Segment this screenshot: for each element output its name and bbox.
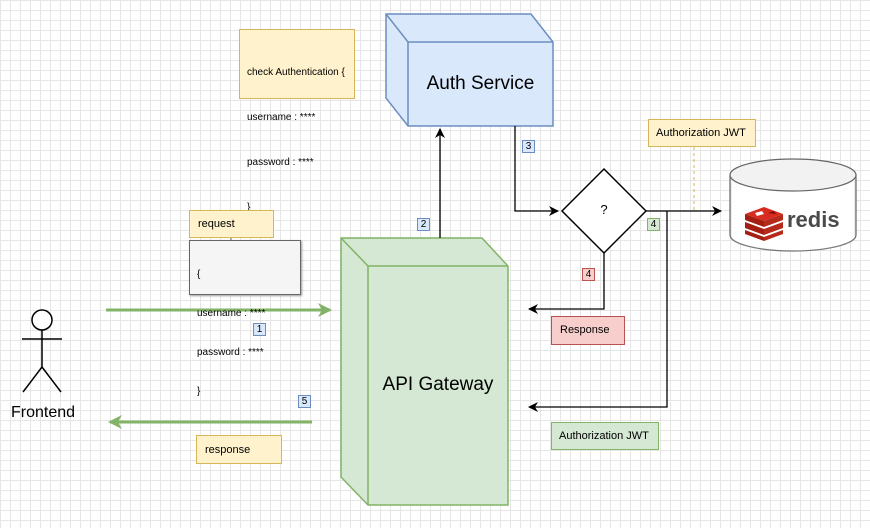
jwt-note-green: Authorization JWT xyxy=(551,422,659,450)
arrow-auth-to-decision xyxy=(514,126,559,216)
request-body-line: } xyxy=(197,386,201,397)
step-badge-2: 2 xyxy=(417,218,430,231)
request-body-line: password : **** xyxy=(197,347,264,358)
auth-service-label: Auth Service xyxy=(426,73,535,94)
auth-check-note: check Authentication { username : **** p… xyxy=(239,29,355,213)
response-red-text: Response xyxy=(560,324,610,336)
request-body-line: { xyxy=(197,269,201,280)
step-badge-3: 3 xyxy=(522,140,535,153)
decision-label: ? xyxy=(600,202,608,217)
response-note-yellow: response xyxy=(196,435,282,464)
step-badge-1: 1 xyxy=(253,323,266,336)
auth-note-line: password : **** xyxy=(247,157,314,168)
api-gateway-box[interactable] xyxy=(340,237,509,506)
frontend-actor-icon xyxy=(22,309,62,393)
arrow-decision-to-gateway-red xyxy=(528,253,605,314)
step-badge-5: 5 xyxy=(298,395,311,408)
redis-database[interactable] xyxy=(729,158,857,252)
auth-note-line: check Authentication { xyxy=(247,67,345,78)
request-note-body: { username : **** password : **** } xyxy=(189,240,301,397)
frontend-label: Frontend xyxy=(10,404,76,421)
api-gateway-label: API Gateway xyxy=(382,374,494,395)
arrow-decision-to-gateway-green xyxy=(528,211,668,412)
jwt-green-text: Authorization JWT xyxy=(559,430,649,442)
auth-note-line: } xyxy=(247,202,251,213)
step-badge-4-green: 4 xyxy=(647,218,660,231)
step-badge-4-red: 4 xyxy=(582,268,595,281)
redis-logo-icon xyxy=(745,207,783,241)
auth-note-line: username : **** xyxy=(247,112,316,123)
request-note-title: request xyxy=(189,210,274,238)
response-note-red: Response xyxy=(551,316,625,345)
request-body-line: username : **** xyxy=(197,308,266,319)
jwt-yellow-text: Authorization JWT xyxy=(656,127,746,139)
redis-label: redis xyxy=(787,207,840,232)
request-title-text: request xyxy=(198,218,235,230)
auth-service-box[interactable] xyxy=(385,13,554,127)
jwt-note-yellow: Authorization JWT xyxy=(648,119,756,147)
response-yellow-text: response xyxy=(205,444,251,456)
